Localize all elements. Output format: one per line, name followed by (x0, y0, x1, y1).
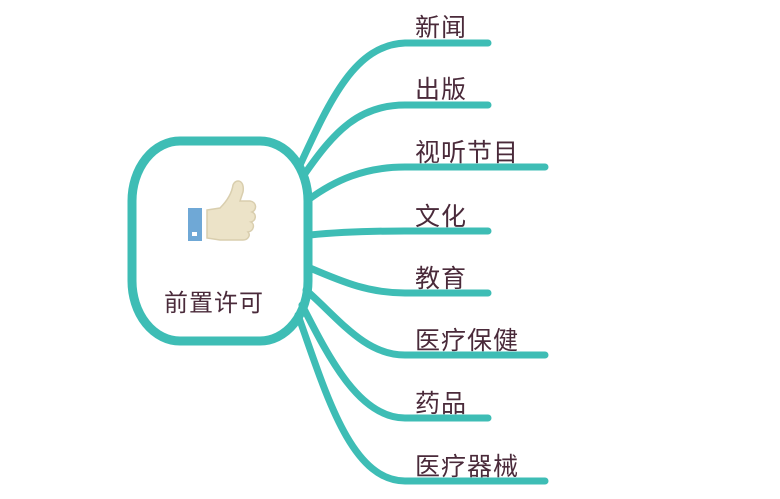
branch-label-wenhua[interactable]: 文化 (415, 202, 468, 231)
branch-label-chuban[interactable]: 出版 (415, 75, 468, 104)
branch-connectors (294, 39, 549, 485)
branch-line-qixie (294, 311, 549, 485)
branch-line-jiaoyu (306, 264, 492, 297)
branch-label-yaopin[interactable]: 药品 (415, 389, 468, 418)
branch-line-yiliao (302, 286, 549, 359)
branch-label-qixie[interactable]: 医疗器械 (415, 452, 520, 481)
root-node[interactable] (127, 136, 313, 346)
branch-line-xinwen (296, 39, 492, 169)
branch-label-yiliao[interactable]: 医疗保健 (415, 326, 520, 355)
branch-label-jiaoyu[interactable]: 教育 (415, 264, 468, 293)
branch-line-shiting (304, 163, 549, 204)
root-label: 前置许可 (164, 289, 264, 317)
thumbs-up-icon (188, 180, 257, 241)
branch-label-xinwen[interactable]: 新闻 (415, 13, 468, 42)
branch-line-yaopin (298, 301, 492, 422)
branch-line-wenhua (306, 227, 492, 239)
branch-label-shiting[interactable]: 视听节目 (415, 138, 520, 167)
branch-line-chuban (300, 101, 492, 179)
